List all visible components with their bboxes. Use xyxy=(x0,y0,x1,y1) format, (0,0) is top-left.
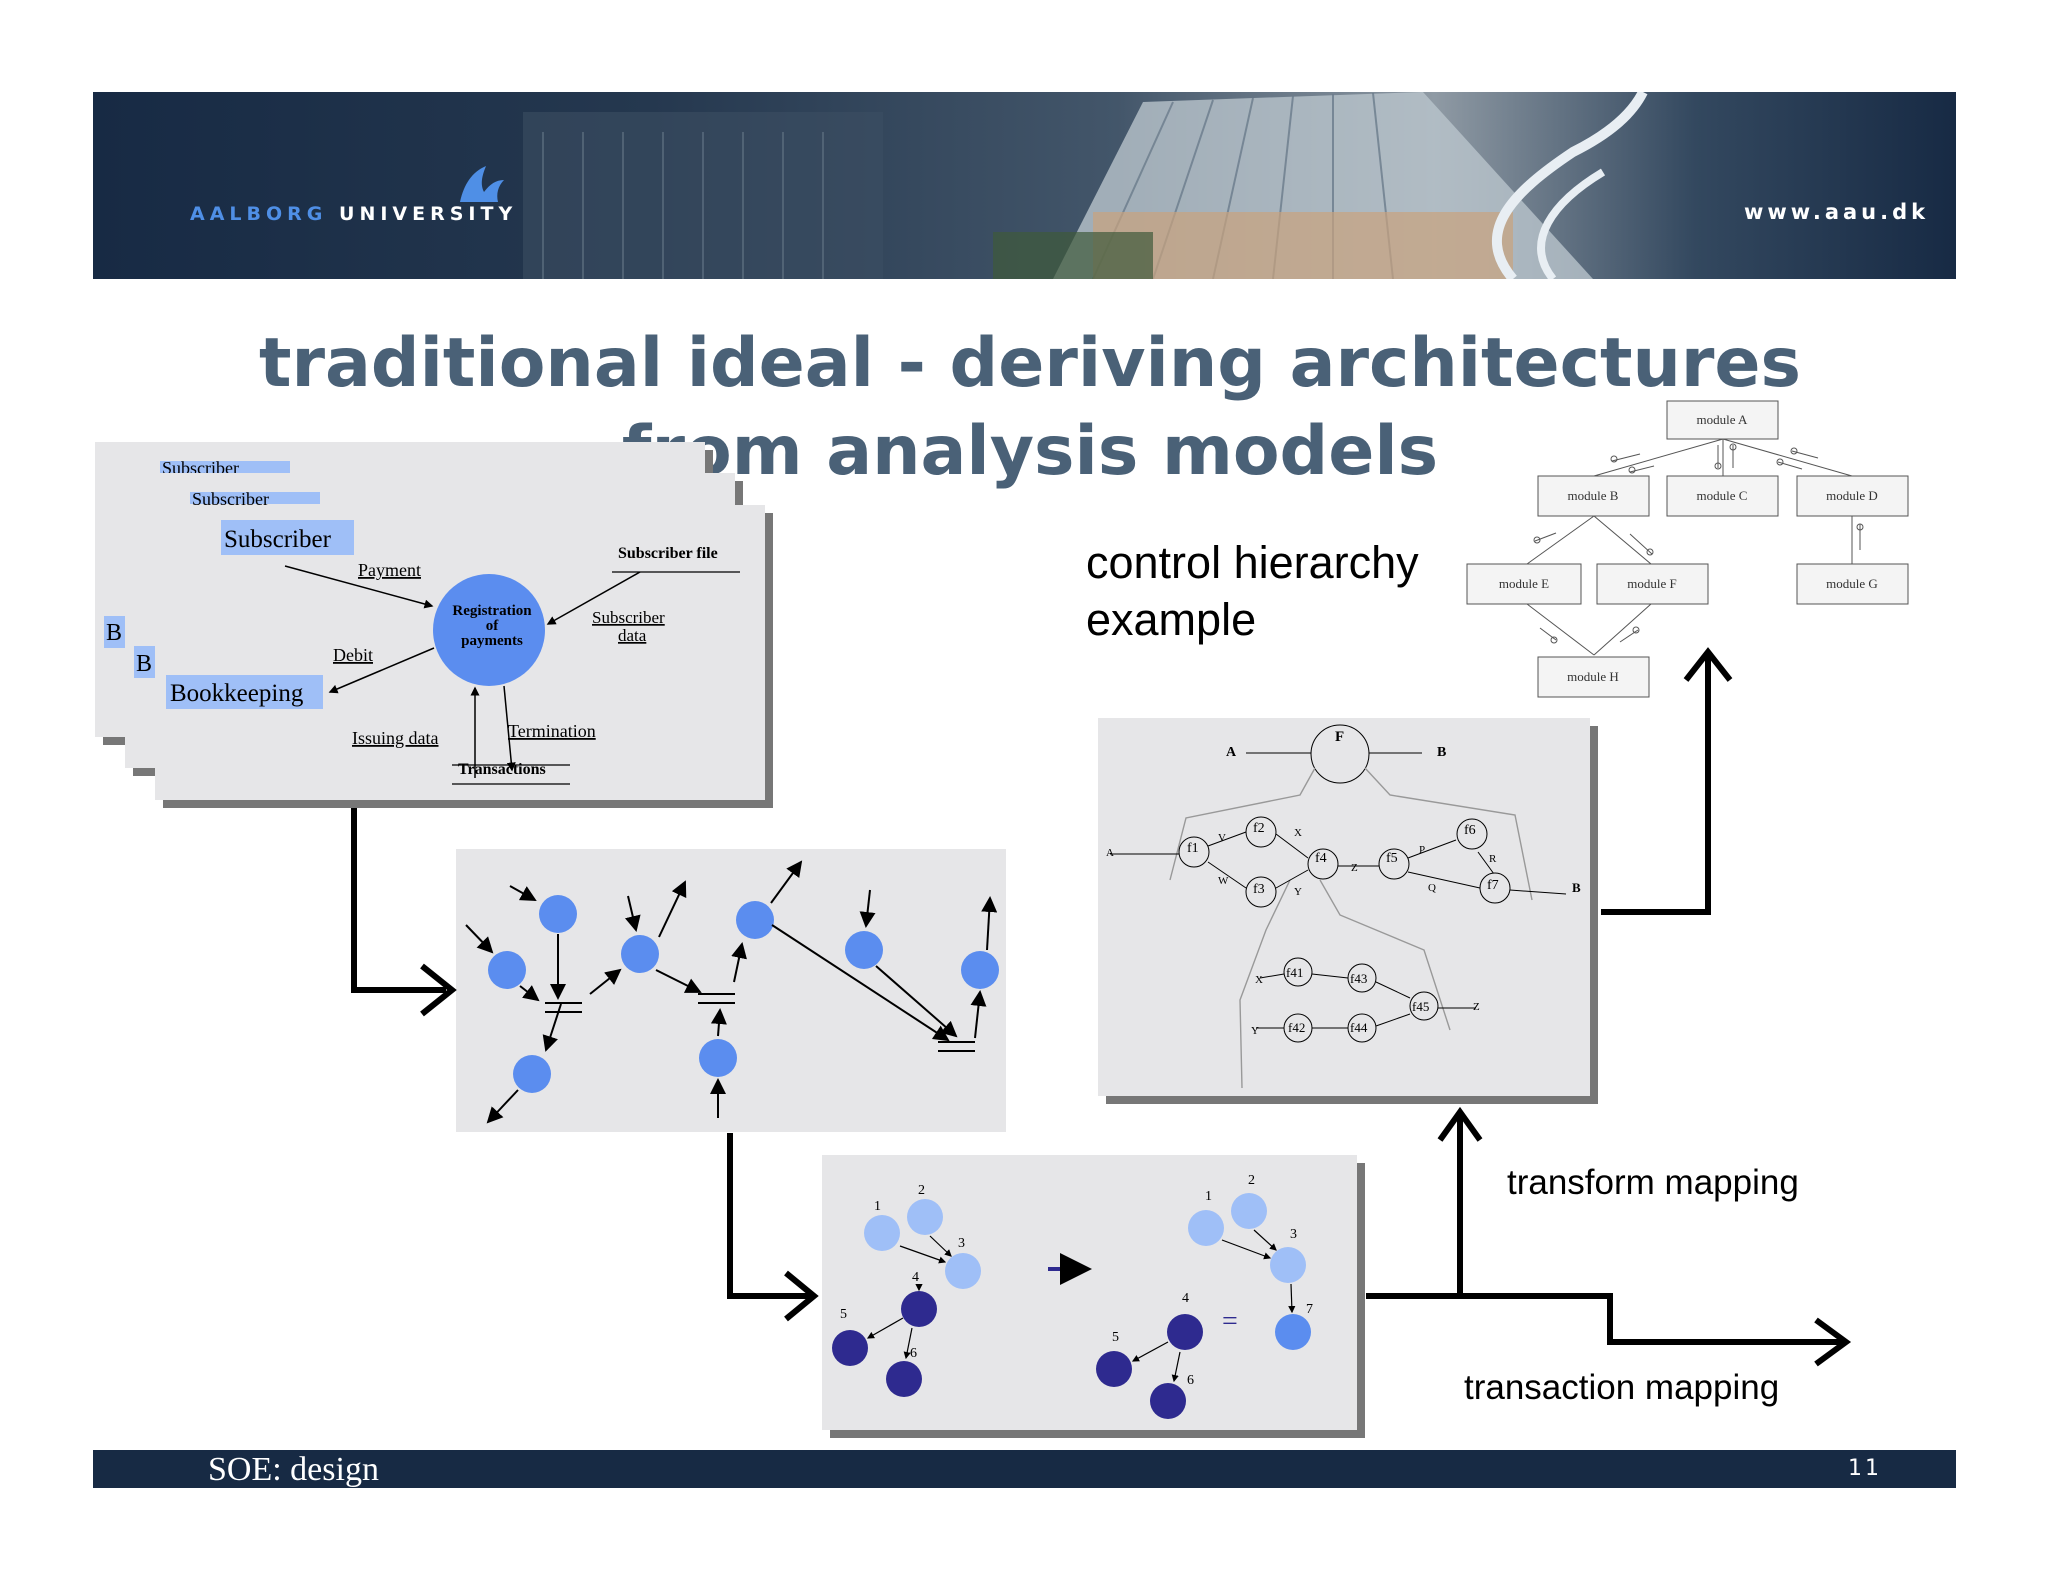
mapping-panel: 1 2 3 4 5 6 1 2 3 4 5 6 7 = xyxy=(822,1155,1365,1438)
module-a: module A xyxy=(1697,412,1749,427)
dfd-transactions: Transactions xyxy=(458,761,546,778)
map-left-6: 6 xyxy=(910,1346,917,1361)
dfd-issuing-data: Issuing data xyxy=(352,728,438,748)
module-f: module F xyxy=(1627,576,1676,591)
fg-node-3: f3 xyxy=(1253,882,1265,897)
module-hierarchy xyxy=(1466,400,1909,698)
fg-edge-w: W xyxy=(1218,875,1229,887)
fg-edge-z: Z xyxy=(1351,862,1358,874)
map-right-6: 6 xyxy=(1187,1373,1194,1388)
dfd-subscriber: Subscriber xyxy=(224,526,332,553)
map-left-2: 2 xyxy=(918,1183,925,1198)
control-hierarchy-label: control hierarchy example xyxy=(1086,537,1419,645)
fg-sub-42: f42 xyxy=(1288,1020,1305,1035)
fg-sub-44: f44 xyxy=(1350,1020,1368,1035)
back-b-label-2: B xyxy=(136,651,152,677)
fg-node-4: f4 xyxy=(1315,851,1327,866)
map-equals: = xyxy=(1222,1306,1238,1337)
map-right-2: 2 xyxy=(1248,1173,1255,1188)
map-right-3: 3 xyxy=(1290,1227,1297,1242)
slide-title: traditional ideal - deriving architectur… xyxy=(258,324,1802,491)
dfd-process-2: of xyxy=(486,618,500,634)
fg-edge-r: R xyxy=(1489,853,1497,865)
fg-top-node: F xyxy=(1335,729,1344,745)
transformed-dfd-panel xyxy=(456,849,1006,1132)
university-name: AALBORG UNIVERSITY xyxy=(190,203,518,225)
dfd-payment: Payment xyxy=(358,560,421,580)
university-url[interactable]: www.aau.dk xyxy=(1744,200,1930,224)
footer-bar xyxy=(93,1450,1956,1488)
fg-top-in: A xyxy=(1226,745,1237,760)
dfd-process-3: payments xyxy=(461,633,523,649)
module-h: module H xyxy=(1567,669,1619,684)
fg-edge-x: X xyxy=(1294,827,1302,839)
fg-edge-p: P xyxy=(1419,844,1425,856)
map-left-5: 5 xyxy=(840,1307,847,1322)
module-e: module E xyxy=(1499,576,1549,591)
fg-edge-b: B xyxy=(1572,880,1581,895)
module-couples xyxy=(1533,443,1864,644)
fg-sub-x: X xyxy=(1255,974,1263,986)
map-right-4: 4 xyxy=(1182,1291,1189,1306)
fg-node-5: f5 xyxy=(1386,851,1398,866)
dfd-debit: Debit xyxy=(333,645,373,665)
transform-mapping-label: transform mapping xyxy=(1507,1163,1799,1202)
module-d: module D xyxy=(1826,488,1878,503)
function-graph-panel: F A B f1 f2 f3 f4 f5 f6 f7 A xyxy=(1098,718,1598,1104)
fg-edge-a: A xyxy=(1106,847,1114,859)
dfd-process-1: Registration xyxy=(452,603,532,619)
fg-node-1: f1 xyxy=(1187,841,1199,856)
back-subscriber-label-2: Subscriber xyxy=(192,489,269,509)
dfd-bookkeeping: Bookkeeping xyxy=(170,680,304,707)
fg-edge-q: Q xyxy=(1428,882,1436,894)
header-banner xyxy=(93,92,1956,279)
dfd-panel: Subscriber Bookkeeping Registration of p… xyxy=(155,505,773,808)
fg-sub-y: Y xyxy=(1251,1025,1259,1037)
module-b: module B xyxy=(1568,488,1619,503)
transaction-mapping-label: transaction mapping xyxy=(1464,1368,1780,1407)
dfd-termination: Termination xyxy=(508,721,596,741)
fg-top-out: B xyxy=(1437,745,1446,760)
campus-photo xyxy=(523,92,1648,279)
fg-sub-z: Z xyxy=(1473,1001,1480,1013)
fg-node-6: f6 xyxy=(1464,823,1476,838)
footer-course: SOE: design xyxy=(208,1451,379,1488)
map-right-7: 7 xyxy=(1306,1302,1313,1317)
map-right-1: 1 xyxy=(1205,1189,1212,1204)
fg-sub-41: f41 xyxy=(1286,965,1303,980)
flow-arrows xyxy=(351,647,1852,1367)
dfd-process-node xyxy=(433,574,545,686)
module-c: module C xyxy=(1697,488,1748,503)
dfd-subscriber-file: Subscriber file xyxy=(618,545,718,562)
map-left-3: 3 xyxy=(958,1236,965,1251)
fg-sub-45: f45 xyxy=(1412,999,1429,1014)
page-number: 11 xyxy=(1848,1456,1882,1481)
fg-node-2: f2 xyxy=(1253,821,1265,836)
dfd-subscriber-data-1: Subscriber xyxy=(592,608,665,627)
map-left-4: 4 xyxy=(912,1270,919,1285)
aau-wave-logo-icon xyxy=(460,166,504,202)
dfd-subscriber-data-2: data xyxy=(618,626,647,645)
fg-node-7: f7 xyxy=(1487,878,1499,893)
fg-edge-v: V xyxy=(1218,832,1226,844)
module-g: module G xyxy=(1826,576,1878,591)
back-b-label: B xyxy=(106,620,122,646)
map-right-5: 5 xyxy=(1112,1330,1119,1345)
fg-edge-y: Y xyxy=(1294,886,1302,898)
map-left-1: 1 xyxy=(874,1199,881,1214)
fg-sub-43: f43 xyxy=(1350,971,1367,986)
